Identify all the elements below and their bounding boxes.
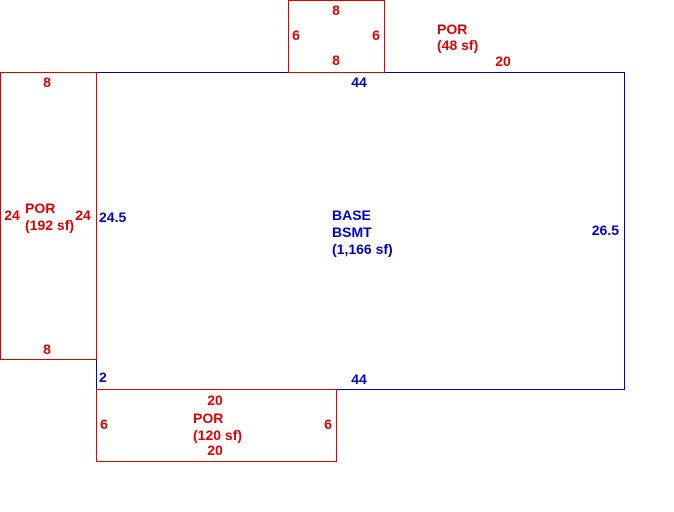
porch-left-dim-left: 24 (4, 207, 20, 223)
porch-top-outline (288, 0, 385, 73)
porch-top-name: POR (437, 21, 467, 37)
porch-left-name: POR (25, 200, 55, 216)
porch-bottom-dim-right: 6 (324, 416, 332, 432)
basement-dim-jog: 2 (99, 369, 107, 385)
basement-dim-bottom: 44 (351, 371, 367, 387)
porch-top-dim-left: 6 (292, 27, 300, 43)
porch-top-dim-top: 8 (332, 2, 340, 18)
porch-left-outline (0, 72, 97, 360)
porch-bottom-dim-left: 6 (100, 416, 108, 432)
porch-bottom-outline (96, 389, 337, 462)
basement-dim-top: 44 (351, 74, 367, 90)
basement-dim-left: 24.5 (99, 209, 126, 225)
porch-left-area: (192 sf) (25, 217, 74, 233)
basement-area: (1,166 sf) (332, 241, 393, 257)
porch-top-dim-offset: 20 (495, 53, 511, 69)
porch-top-dim-right: 6 (372, 27, 380, 43)
basement-name-line2: BSMT (332, 224, 372, 240)
porch-bottom-name: POR (193, 410, 223, 426)
porch-bottom-area: (120 sf) (193, 427, 242, 443)
basement-name-line1: BASE (332, 207, 371, 223)
porch-left-dim-right: 24 (75, 207, 91, 223)
porch-left-dim-top: 8 (43, 74, 51, 90)
porch-bottom-dim-top: 20 (207, 392, 223, 408)
basement-dim-right: 26.5 (592, 222, 619, 238)
porch-top-dim-bottom: 8 (332, 52, 340, 68)
porch-left-dim-bottom: 8 (43, 341, 51, 357)
porch-top-area: (48 sf) (437, 37, 478, 53)
porch-bottom-dim-bottom: 20 (207, 442, 223, 458)
